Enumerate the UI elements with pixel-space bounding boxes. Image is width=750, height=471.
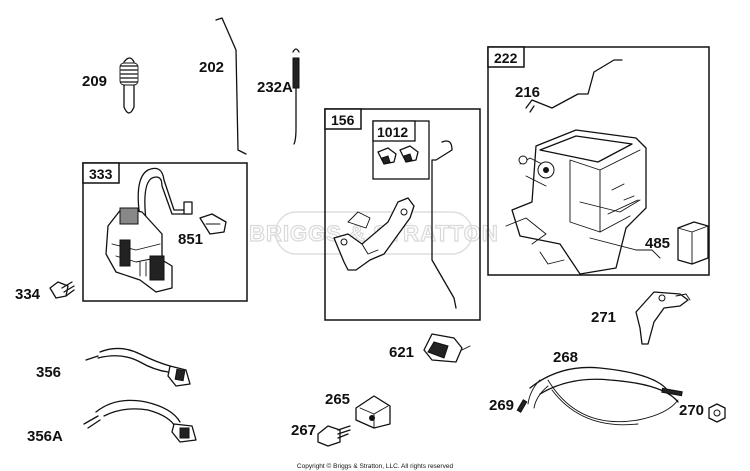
callout-202: 202: [199, 59, 224, 76]
part-271-lever[interactable]: [635, 291, 691, 345]
part-202-rod[interactable]: [215, 17, 247, 155]
part-216-link[interactable]: [525, 59, 623, 113]
callout-271: 271: [591, 309, 616, 326]
part-356a-wire[interactable]: [83, 399, 197, 443]
callout-356a: 356A: [27, 428, 63, 445]
callout-485: 485: [645, 235, 670, 252]
part-1012-clips[interactable]: [377, 145, 419, 165]
part-232a-spring[interactable]: [292, 48, 300, 145]
part-209-spring[interactable]: [119, 57, 139, 114]
callout-267: 267: [291, 422, 316, 439]
callout-270: 270: [679, 402, 704, 419]
callout-334: 334: [15, 286, 41, 303]
callout-265: 265: [325, 391, 350, 408]
kit-label-1012: 1012: [377, 124, 408, 140]
part-governor-link[interactable]: [431, 140, 457, 309]
callout-356: 356: [36, 364, 61, 381]
kit-label-222: 222: [494, 50, 518, 66]
kit-156-box: 156 1012: [324, 108, 481, 321]
callout-269: 269: [489, 397, 514, 414]
part-334-screw[interactable]: [49, 281, 75, 299]
part-485-block[interactable]: [677, 221, 709, 265]
copyright-text: Copyright © Briggs & Stratton, LLC. All …: [297, 462, 454, 470]
callout-216: 216: [515, 84, 540, 101]
part-268-269-cables[interactable]: [516, 366, 683, 426]
kit-222-box: 222: [487, 46, 710, 276]
callout-851: 851: [178, 231, 203, 248]
part-356-wire[interactable]: [85, 347, 191, 387]
part-ignition-armature[interactable]: [105, 167, 193, 293]
part-267-screw[interactable]: [317, 425, 351, 447]
part-265-bracket[interactable]: [355, 395, 391, 429]
callout-268: 268: [553, 349, 578, 366]
kit-label-156: 156: [331, 112, 355, 128]
kit-label-333: 333: [89, 166, 113, 182]
kit-333-box: 333: [82, 162, 248, 302]
part-governor-lever[interactable]: [333, 197, 415, 271]
part-270-nut[interactable]: [708, 403, 726, 423]
part-621-clip[interactable]: [423, 333, 471, 363]
callout-232a: 232A: [257, 79, 293, 96]
callout-209: 209: [82, 73, 107, 90]
part-851-terminal[interactable]: [199, 213, 227, 235]
part-control-bracket[interactable]: [505, 129, 661, 275]
callout-621: 621: [389, 344, 414, 361]
